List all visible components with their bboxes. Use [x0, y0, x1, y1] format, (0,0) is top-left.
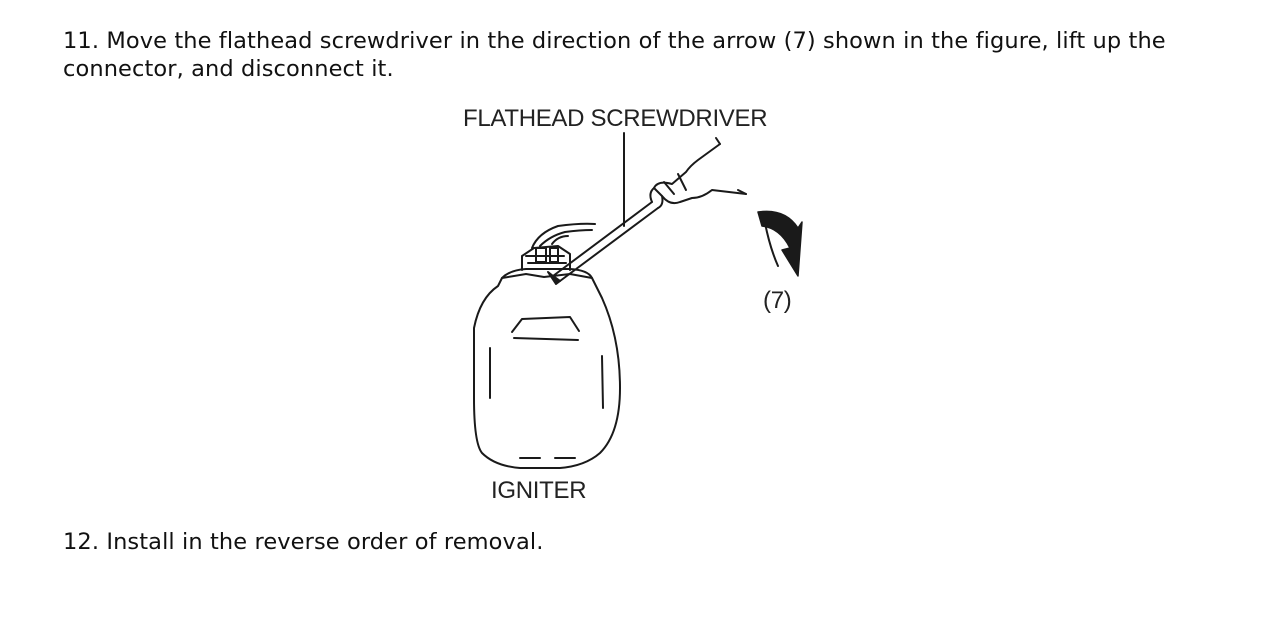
step-12-text: 12. Install in the reverse order of remo… [63, 529, 544, 555]
igniter-illustration [473, 132, 803, 469]
flathead-screwdriver-label: FLATHEAD SCREWDRIVER [463, 105, 768, 132]
igniter-inner-line [513, 337, 579, 341]
igniter-label: IGNITER [491, 477, 587, 504]
igniter-body [473, 273, 621, 469]
igniter-wires [531, 222, 596, 249]
igniter-connector-figure: FLATHEAD SCREWDRIVER (7) IGNITER [440, 98, 840, 508]
rotation-arrow-icon [757, 210, 803, 277]
igniter-bracket [511, 316, 580, 333]
screwdriver-handle [653, 143, 721, 189]
arrow-7-label: (7) [763, 287, 792, 314]
step-11-text: 11. Move the flathead screwdriver in the… [63, 28, 1166, 82]
screwdriver-shaft [552, 201, 653, 277]
igniter-top-rim [501, 268, 593, 279]
